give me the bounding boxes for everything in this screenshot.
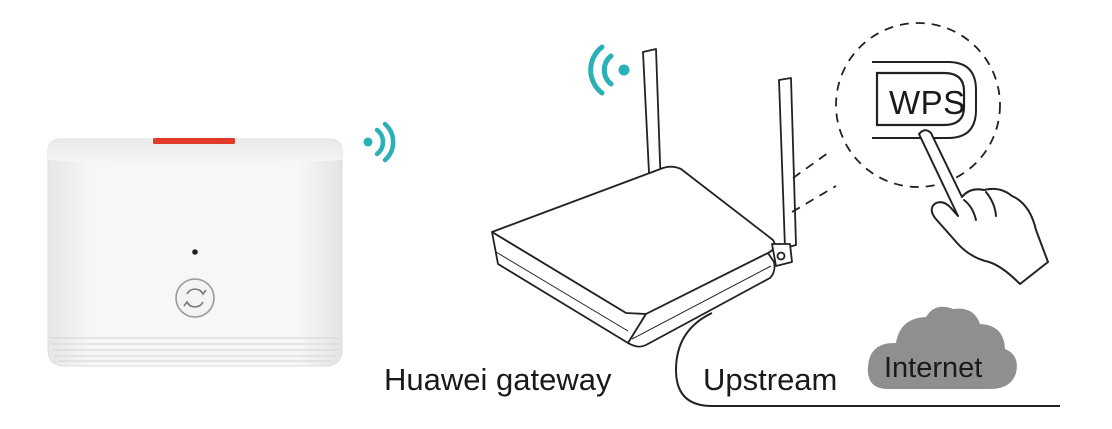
huawei-gateway <box>491 48 797 348</box>
gateway-label: Huawei gateway <box>384 362 612 397</box>
internet-label: Internet <box>884 352 983 384</box>
wps-button[interactable] <box>872 61 977 139</box>
wps-button-label: WPS <box>889 84 966 121</box>
pointing-hand-icon <box>918 129 1049 285</box>
upstream-cable <box>674 312 1060 407</box>
wps-zoom-callout <box>791 22 1001 213</box>
sync-icon <box>183 288 207 308</box>
internet-cloud <box>867 306 1017 389</box>
status-dot <box>192 249 198 255</box>
wifi-signal-icon <box>363 121 396 163</box>
pairing-button[interactable] <box>175 278 215 318</box>
indicator-light <box>153 138 235 144</box>
upstream-label: Upstream <box>703 362 838 397</box>
wifi-extender <box>47 138 343 367</box>
wifi-signal-icon <box>588 44 630 96</box>
